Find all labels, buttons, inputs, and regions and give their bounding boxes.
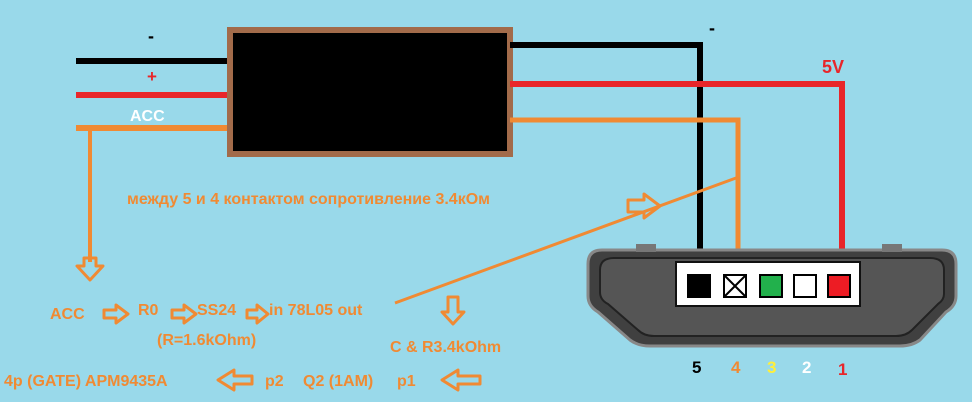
usb-tab-right: [882, 244, 902, 252]
wire-5v-right: [510, 81, 845, 250]
pin-number-3: 3: [767, 358, 777, 377]
label-5v: 5V: [822, 57, 845, 77]
converter-module: [227, 27, 513, 157]
chain-q2: Q2 (1AM): [303, 373, 374, 390]
arrow-p1-q2: [440, 368, 482, 392]
pin-number-1: 1: [838, 360, 848, 379]
arrow-down-cap: [440, 295, 466, 326]
pin-3-green: [759, 274, 783, 298]
chain-78l05: in 78L05 out: [269, 302, 363, 319]
label-minus-right: -: [709, 18, 715, 38]
label-minus-left: -: [148, 26, 154, 46]
chain-acc: ACC: [50, 306, 85, 323]
arrow-right-note: [626, 192, 662, 220]
pin-number-4: 4: [731, 358, 741, 377]
arrow-acc-r0: [102, 303, 130, 325]
resistance-note: между 5 и 4 контактом сопротивление 3.4к…: [127, 191, 490, 208]
wire-acc-right: [510, 117, 741, 250]
label-acc-left: ACC: [130, 108, 165, 125]
chain-r-value: (R=1.6kOhm): [157, 332, 257, 349]
cap-label: C & R3.4kOhm: [390, 339, 502, 356]
usb-tab-left: [636, 244, 656, 252]
arrow-ss24-in: [245, 303, 270, 325]
arrow-r0-ss24: [170, 303, 198, 325]
chain-gate: 4p (GATE) APM9435A: [4, 373, 168, 390]
label-plus-left: +: [147, 67, 157, 86]
pin-1-red: [827, 274, 851, 298]
pin-number-2: 2: [802, 358, 812, 377]
arrow-p2-gate: [216, 368, 254, 392]
line-out-to-connector: [394, 176, 737, 305]
pin-5-black: [687, 274, 711, 298]
chain-r0: R0: [138, 302, 159, 319]
pin-4-cross-b: [723, 274, 747, 298]
chain-p2: p2: [265, 373, 284, 390]
wire-minus-right: [510, 42, 703, 250]
chain-ss24: SS24: [197, 302, 237, 319]
chain-p1: p1: [397, 373, 416, 390]
arrow-down-acc: [75, 256, 105, 282]
pin-2-white: [793, 274, 817, 298]
pin-number-5: 5: [692, 358, 702, 377]
